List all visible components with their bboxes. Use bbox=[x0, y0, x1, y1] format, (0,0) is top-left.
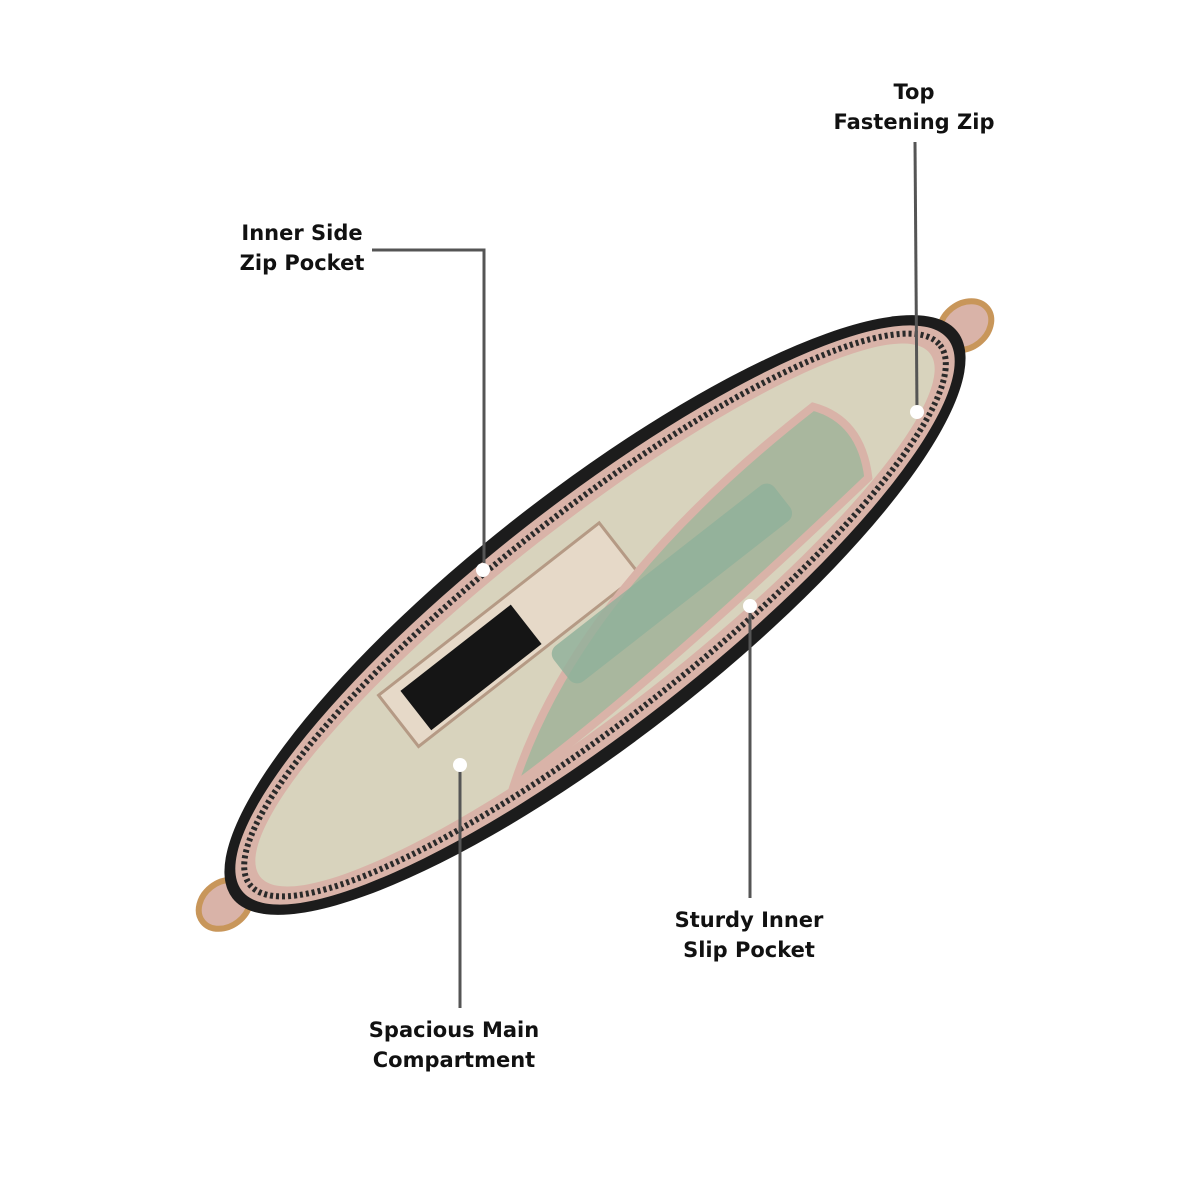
wallet bbox=[400, 604, 542, 731]
callout-sturdy-inner-slip-pocket: Sturdy Inner Slip Pocket bbox=[675, 905, 824, 965]
callout-text: Slip Pocket bbox=[683, 938, 815, 962]
callout-text: Sturdy Inner bbox=[674, 908, 824, 932]
callout-text: Zip Pocket bbox=[239, 251, 365, 275]
marker-dot-slip-pocket bbox=[743, 599, 757, 613]
leader-line-top-zip bbox=[913, 141, 919, 413]
callout-top-fastening-zip: Top Fastening Zip bbox=[834, 77, 995, 137]
callout-text: Compartment bbox=[372, 1048, 536, 1072]
marker-dot-top-zip bbox=[910, 405, 924, 419]
callout-text: Spacious Main bbox=[368, 1018, 540, 1042]
marker-dot-side-pocket bbox=[476, 563, 490, 577]
callout-text: Fastening Zip bbox=[833, 110, 995, 134]
phone bbox=[551, 483, 793, 684]
callout-inner-side-zip-pocket: Inner Side Zip Pocket bbox=[240, 218, 365, 278]
callout-text: Top bbox=[893, 80, 935, 104]
leader-line-side-pocket bbox=[372, 248, 486, 570]
marker-dot-main-compartment bbox=[453, 758, 467, 772]
callout-spacious-main-compartment: Spacious Main Compartment bbox=[369, 1015, 539, 1075]
callout-text: Inner Side bbox=[241, 221, 363, 245]
